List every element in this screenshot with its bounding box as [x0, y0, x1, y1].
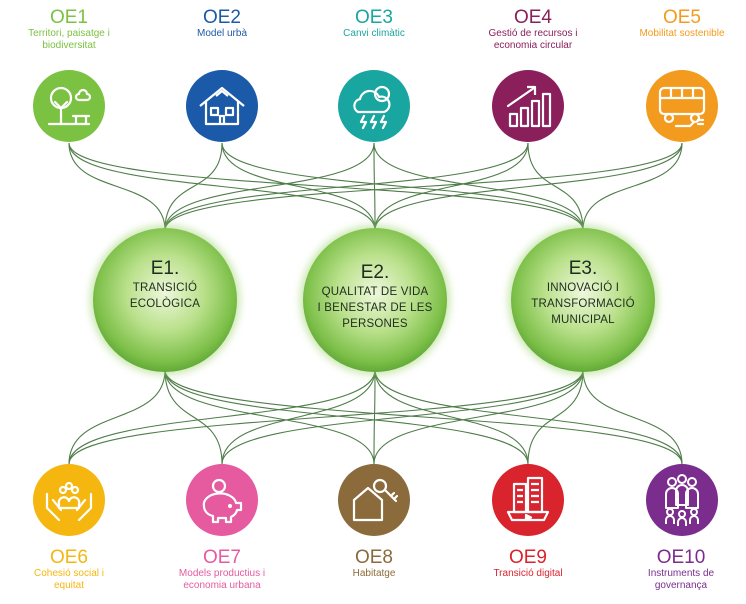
connector-e1-oe10 [164, 369, 683, 465]
objective-label-line: Gestió de recursos i [488, 28, 578, 39]
connector-oe5-e2 [374, 142, 683, 231]
objective-oe1: OE1 Territori, paisatge i biodiversitat [4, 8, 134, 52]
connector-oe1-e1 [68, 142, 166, 231]
connector-e1-oe7 [164, 369, 223, 465]
connector-e3-oe8 [373, 369, 584, 465]
connector-lines [68, 142, 683, 465]
objective-code: OE5 [662, 7, 702, 28]
tree-park-icon [33, 70, 105, 142]
objective-label-line: Territori, paisatge i [28, 28, 110, 39]
strategy-code: E1. [150, 258, 180, 279]
connector-e1-oe9 [164, 369, 529, 465]
strategy-e2: E2. QUALITAT DE VIDA I BENESTAR DE LES P… [300, 262, 450, 332]
connector-e2-oe7 [221, 369, 376, 465]
growth-chart-icon [492, 70, 564, 142]
connector-oe2-e1 [164, 142, 223, 231]
objective-oe3: OE3 Canvi climàtic [309, 8, 439, 40]
connector-e2-oe6 [68, 369, 376, 465]
strategy-title-line: QUALITAT DE VIDA [321, 286, 429, 298]
objective-label-line: economia urbana [183, 580, 261, 591]
objective-label-line: Model urbà [196, 28, 248, 39]
connector-e2-oe10 [374, 369, 683, 465]
strategy-sphere-e1 [93, 228, 237, 372]
connector-oe3-e2 [373, 142, 376, 231]
strategy-title-line: TRANSFORMACIÓ [531, 298, 635, 310]
strategy-e3: E3. INNOVACIÓ I TRANSFORMACIÓ MUNICIPAL [513, 258, 653, 328]
objective-code: OE9 [508, 547, 548, 568]
connector-oe5-e3 [582, 142, 683, 231]
objective-oe5: OE5 Mobilitat sostenible [617, 8, 746, 40]
strategy-sphere-e3 [511, 228, 655, 372]
objective-oe2: OE2 Model urbà [157, 8, 287, 40]
objective-label-line: biodiversitat [42, 40, 96, 51]
objective-oe4: OE4 Gestió de recursos i economia circul… [463, 8, 603, 52]
strategy-title-line: INNOVACIÓ I [546, 282, 620, 294]
caring-hands-icon [33, 464, 105, 536]
people-group-icon [646, 464, 718, 536]
connector-oe2-e2 [221, 142, 376, 231]
connector-e3-oe7 [221, 369, 584, 465]
objective-label-line: Mobilitat sostenible [639, 28, 725, 39]
connector-e2-oe8 [373, 369, 376, 465]
objective-label-line: Cohesió social i [33, 568, 105, 579]
objective-label-line: governança [654, 580, 708, 591]
strategy-title-line: MUNICIPAL [551, 314, 615, 326]
digital-city-icon [492, 464, 564, 536]
objective-code: OE7 [202, 547, 242, 568]
connector-e2-oe9 [374, 369, 529, 465]
strategy-code: E2. [360, 262, 390, 283]
connector-oe3-e1 [164, 142, 375, 231]
connector-oe3-e3 [373, 142, 584, 231]
connector-e1-oe8 [164, 369, 375, 465]
connector-oe1-e2 [68, 142, 376, 231]
objective-oe6: OE6 Cohesió social i equitat [4, 548, 134, 592]
strategy-title-line: I BENESTAR DE LES [317, 302, 433, 314]
connector-oe4-e2 [374, 142, 529, 231]
connector-oe4-e1 [164, 142, 529, 231]
strategy-e1: E1. TRANSICIÓ ECOLÒGICA [95, 258, 235, 312]
connector-e1-oe6 [68, 369, 166, 465]
objective-label-line: Instruments de [647, 568, 715, 579]
objective-oe9: OE9 Transició digital [463, 548, 593, 580]
connector-e3-oe6 [68, 369, 584, 465]
strategy-title-line: ECOLÒGICA [129, 298, 201, 310]
objective-label-line: economia circular [493, 40, 573, 51]
connector-oe1-e3 [68, 142, 584, 231]
strategy-sphere-e2 [303, 228, 447, 372]
objective-code: OE10 [656, 547, 706, 568]
objective-code: OE2 [202, 7, 242, 28]
objective-label-line: equitat [53, 580, 85, 591]
objective-label-line: Models productius i [178, 568, 266, 579]
objective-label-line: Transició digital [493, 568, 563, 579]
objective-oe10: OE10 Instruments de governança [617, 548, 745, 592]
electric-bus-icon [646, 70, 718, 142]
connector-e3-oe10 [582, 369, 683, 465]
objective-code: OE8 [354, 547, 394, 568]
connector-oe5-e1 [164, 142, 683, 231]
connector-oe4-e3 [527, 142, 584, 231]
storm-cloud-icon [338, 70, 410, 142]
strategy-title-line: TRANSICIÓ [132, 282, 198, 294]
connector-e3-oe9 [527, 369, 584, 465]
house-key-icon [338, 464, 410, 536]
objective-code: OE4 [513, 7, 553, 28]
strategy-title-line: PERSONES [342, 318, 408, 330]
objective-code: OE3 [354, 7, 394, 28]
objective-oe8: OE8 Habitatge [309, 548, 439, 580]
objective-code: OE1 [49, 7, 89, 28]
strategy-code: E3. [568, 258, 598, 279]
house-icon [186, 70, 258, 142]
objective-label-line: Canvi climàtic [343, 28, 405, 39]
connector-oe2-e3 [221, 142, 584, 231]
objective-code: OE6 [49, 547, 89, 568]
piggy-bank-icon [186, 464, 258, 536]
objective-label-line: Habitatge [352, 568, 396, 579]
objective-oe7: OE7 Models productius i economia urbana [152, 548, 292, 592]
